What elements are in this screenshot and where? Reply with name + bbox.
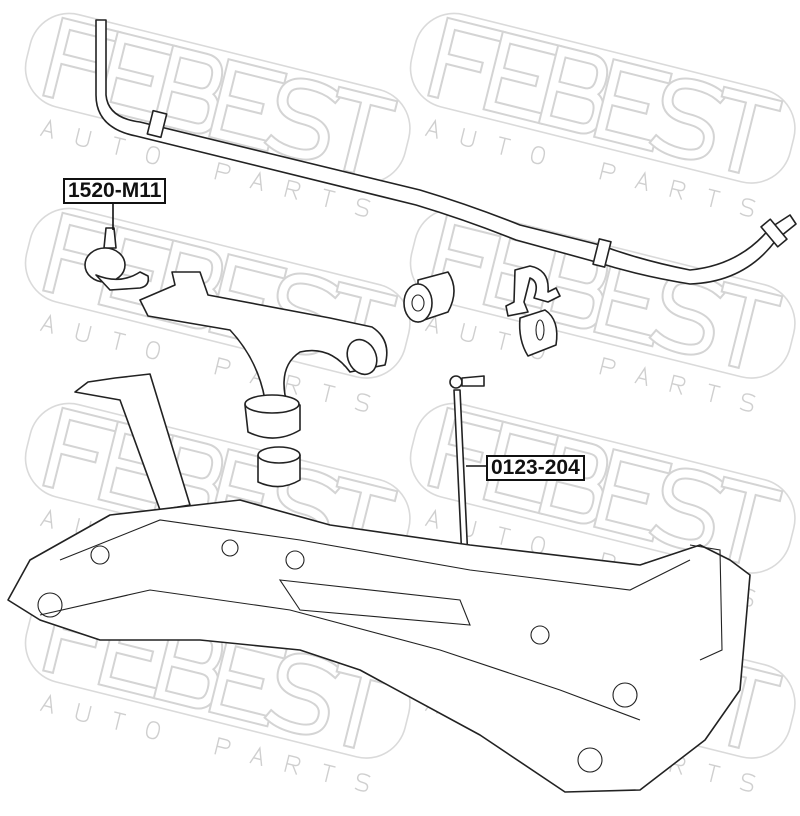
part-number-label[interactable]: 1520-M11	[63, 178, 167, 204]
bushing	[403, 271, 455, 323]
subframe	[7, 373, 751, 793]
ball-joint	[84, 227, 150, 291]
stabilizer-bracket	[505, 265, 561, 357]
stabilizer-bar	[95, 19, 797, 285]
control-arm	[139, 271, 388, 488]
febest-watermark	[394, 5, 800, 222]
part-number-label[interactable]: 0123-204	[486, 455, 585, 481]
febest-watermark	[9, 5, 418, 222]
